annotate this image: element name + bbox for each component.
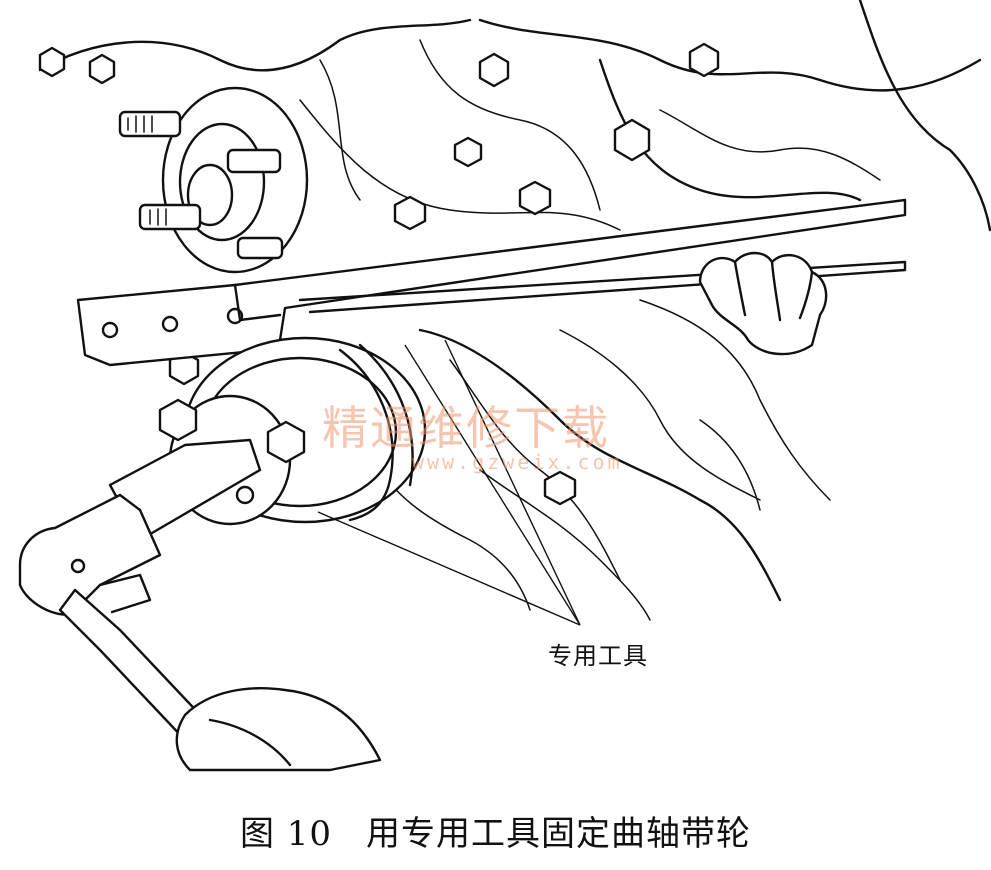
engine-bolts	[38, 42, 720, 506]
caption-text: 用专用工具固定曲轴带轮	[366, 814, 752, 854]
figure-caption: 图 10 用专用工具固定曲轴带轮	[0, 806, 991, 855]
special-tool-label: 专用工具	[548, 642, 648, 670]
engine-block-outline	[38, 0, 991, 621]
caption-number: 图 10	[239, 814, 333, 854]
callout-leader-lines	[317, 339, 581, 626]
hands	[175, 251, 828, 772]
holding-bar-tool	[76, 198, 907, 367]
upper-flange-with-studs	[118, 86, 309, 274]
watermark-url: www.gzweix.com	[412, 450, 623, 474]
watermark-text: 精通维修下载	[322, 401, 610, 455]
torque-wrench	[18, 438, 262, 742]
